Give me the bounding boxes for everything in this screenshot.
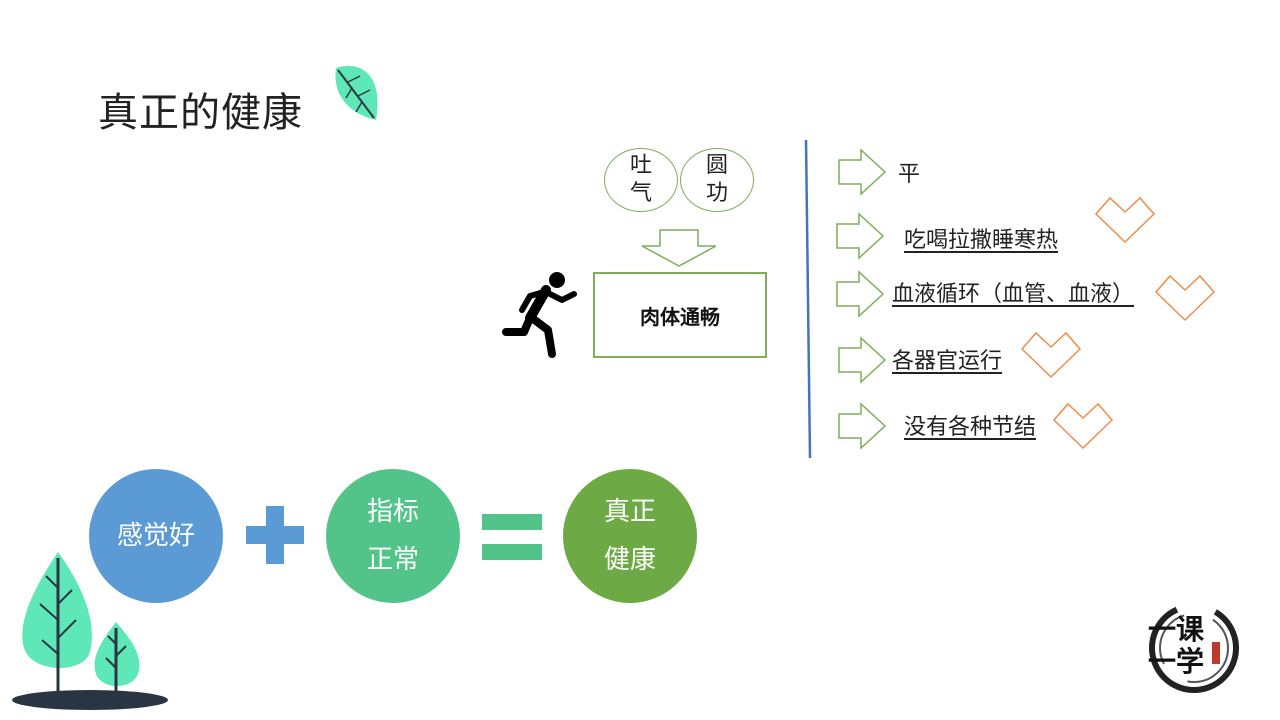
indicators-label-line2: 正常 — [366, 545, 419, 575]
result-label-line2: 健康 — [603, 545, 656, 575]
oval-label-circle-exercise: 圆功 — [705, 153, 728, 206]
right-arrow-icon — [838, 336, 887, 384]
logo: 一课 一学 — [1142, 598, 1242, 696]
runner-icon — [502, 272, 577, 358]
body-flow-box: 肉体通畅 — [593, 272, 767, 358]
feel-good-circle: 感觉好 — [89, 469, 223, 603]
indicators-label-line1: 指标 — [366, 497, 419, 527]
list-item-daily-functions: 吃喝拉撒睡寒热 — [904, 228, 1059, 253]
list-item-blood-circulation: 血液循环（血管、血液） — [892, 282, 1135, 307]
true-health-circle: 真正 健康 — [563, 469, 697, 603]
heart-icon — [1020, 331, 1082, 379]
plus-icon — [246, 506, 304, 564]
vertical-divider — [804, 140, 812, 458]
oval-label-breath: 吐气 — [629, 153, 652, 206]
logo-text-line1: 一课 — [1148, 613, 1205, 646]
page-title: 真正的健康 — [98, 90, 303, 136]
tree-icon — [12, 552, 168, 710]
feel-good-label: 感觉好 — [116, 521, 195, 551]
heart-icon — [1094, 196, 1156, 244]
result-label-line1: 真正 — [603, 497, 656, 527]
leaf-icon — [335, 65, 378, 120]
list-item-balance: 平 — [898, 162, 921, 187]
down-arrow-icon — [641, 229, 717, 267]
right-arrow-icon — [836, 270, 885, 318]
indicators-normal-circle: 指标 正常 — [326, 469, 460, 603]
heart-icon — [1154, 274, 1216, 322]
oval-circle-exercise: 圆功 — [680, 148, 754, 212]
oval-breath: 吐气 — [604, 148, 678, 212]
list-item-organs: 各器官运行 — [892, 349, 1003, 374]
right-arrow-icon — [836, 212, 885, 260]
logo-text-line2: 一学 — [1148, 645, 1205, 678]
heart-icon — [1052, 402, 1114, 450]
right-arrow-icon — [838, 148, 887, 196]
equals-icon — [482, 514, 542, 560]
list-item-no-nodules: 没有各种节结 — [904, 415, 1037, 440]
right-arrow-icon — [838, 402, 887, 450]
